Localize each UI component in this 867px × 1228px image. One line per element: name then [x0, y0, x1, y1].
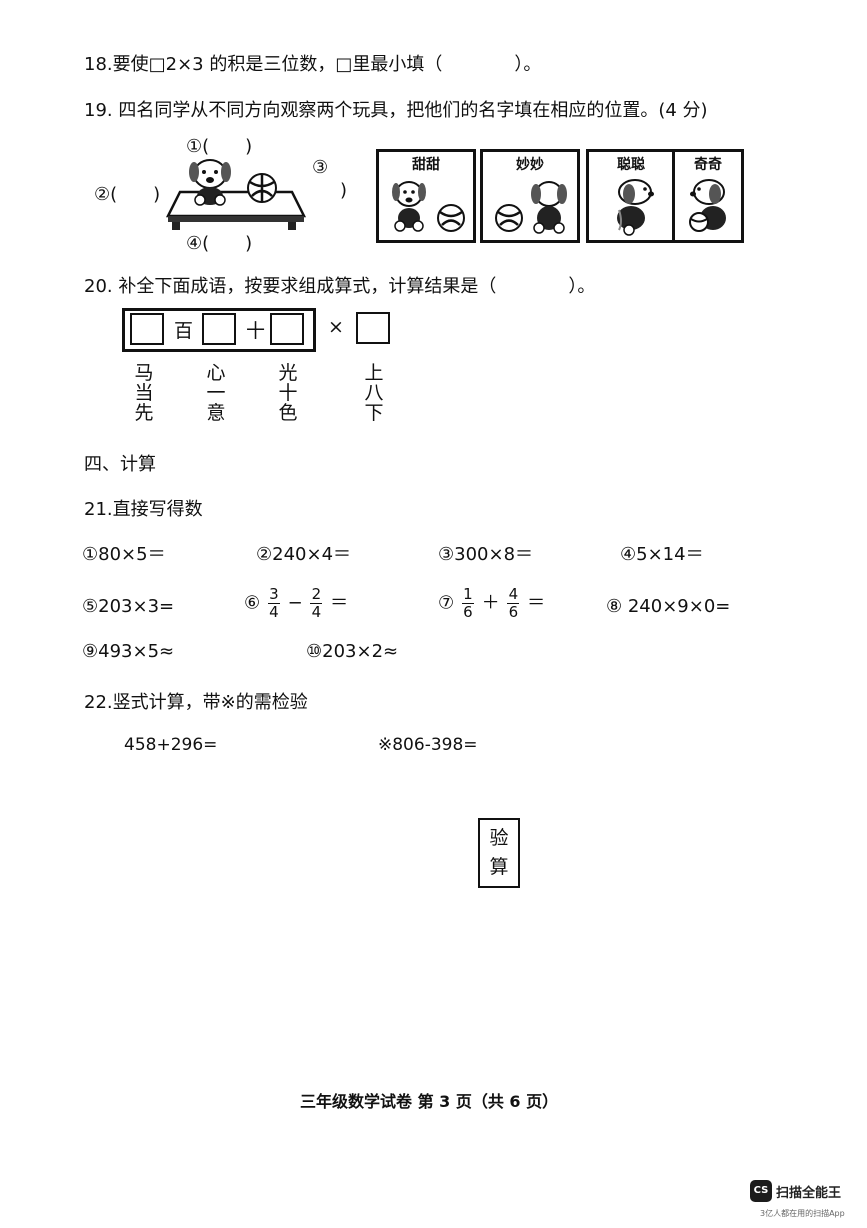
- scanner-logo: CS: [750, 1180, 772, 1202]
- card-name: 妙妙: [516, 157, 544, 173]
- vertical-calc-1: 458+296=: [124, 735, 218, 755]
- question-22: 22.竖式计算，带※的需检验: [84, 692, 308, 713]
- calc-item-5: ⑤203×3=: [82, 596, 175, 617]
- card-name: 甜甜: [412, 157, 440, 173]
- calc-item-1: ①80×5＝: [82, 544, 166, 565]
- scanner-app-name: 扫描全能王: [776, 1186, 842, 1201]
- view-card-tiantian: 甜甜: [376, 149, 476, 243]
- idiom-outer-frame: [122, 308, 316, 352]
- section-heading: 四、计算: [84, 454, 156, 475]
- question-20: 20. 补全下面成语，按要求组成算式，计算结果是（ ）。: [84, 276, 596, 297]
- idiom-char-ten: 十: [246, 320, 266, 342]
- answer-box-4[interactable]: [356, 312, 390, 344]
- calc-item-4: ④5×14＝: [620, 544, 704, 565]
- scanner-tagline: 3亿人都在用的扫描App: [760, 1209, 845, 1218]
- char-option-column-3: 光十色: [278, 362, 298, 424]
- char-option-column-1: 马当先: [134, 362, 154, 424]
- check-box: 验 算: [478, 818, 520, 888]
- page-footer: 三年级数学试卷 第 3 页（共 6 页）: [300, 1092, 559, 1111]
- answer-box-3[interactable]: [270, 313, 304, 345]
- view-card-miaomiao: 妙妙: [480, 149, 580, 243]
- vertical-calc-2: ※806-398=: [378, 735, 478, 755]
- answer-box-1[interactable]: [130, 313, 164, 345]
- dog-back-ball-left-illustration: [495, 181, 567, 234]
- char-option-column-4: 上八下: [364, 362, 384, 424]
- times-sign: ×: [328, 316, 344, 338]
- char-option-column-2: 心一意: [206, 362, 226, 424]
- card-name: 聪聪: [617, 157, 645, 173]
- calc-item-9: ⑨493×5≈: [82, 641, 175, 662]
- dog-front-ball-right-illustration: [392, 181, 465, 232]
- answer-box-2[interactable]: [202, 313, 236, 345]
- position-1-label: ①( ): [186, 136, 253, 157]
- dog-side-left-illustration: [617, 179, 654, 236]
- view-card-congcong: 聪聪: [586, 149, 676, 243]
- question-18: 18.要使□2×3 的积是三位数，□里最小填（ ）。: [84, 54, 542, 75]
- question-19: 19. 四名同学从不同方向观察两个玩具，把他们的名字填在相应的位置。(4 分): [84, 100, 708, 121]
- table-with-toys-illustration: [165, 159, 307, 230]
- view-card-qiqi: 奇奇: [672, 149, 744, 243]
- dog-side-right-illustration: [689, 179, 726, 232]
- position-3-close: ): [340, 180, 348, 201]
- calc-item-2: ②240×4＝: [256, 544, 352, 565]
- calc-item-10: ⑩203×2≈: [306, 641, 399, 662]
- scanner-watermark: CS 扫描全能王 3亿人都在用的扫描App: [750, 1180, 862, 1224]
- question-21: 21.直接写得数: [84, 499, 203, 520]
- position-4-label: ④( ): [186, 233, 253, 254]
- idiom-char-hundred: 百: [174, 320, 194, 342]
- card-name: 奇奇: [694, 157, 722, 173]
- position-2-label: ②( ): [94, 184, 161, 205]
- calc-item-8: ⑧ 240×9×0=: [606, 596, 731, 617]
- calc-item-3: ③300×8＝: [438, 544, 534, 565]
- position-3-label: ③: [312, 157, 329, 178]
